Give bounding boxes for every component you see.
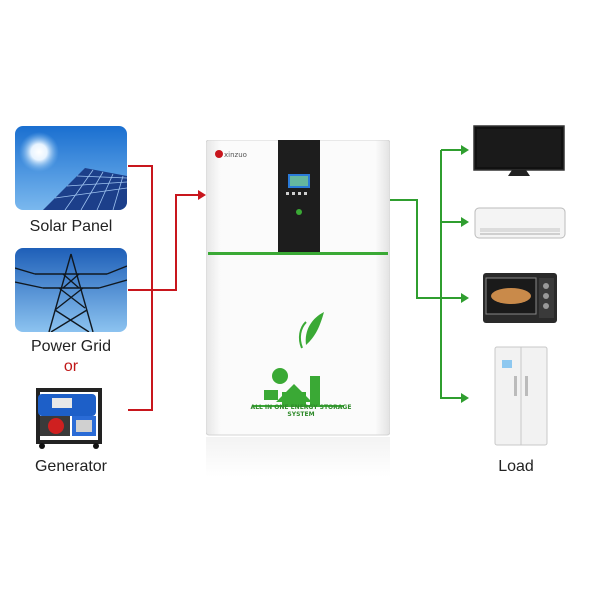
system-caption: ALL IN ONE ENERGY STORAGE SYSTEM <box>250 404 352 418</box>
oven-icon <box>482 272 558 324</box>
generator-label: Generator <box>34 458 108 475</box>
tv-icon <box>472 124 566 178</box>
power-grid-label: Power Grid <box>30 338 112 355</box>
power-grid-image <box>15 248 127 332</box>
load-label: Load <box>498 458 534 475</box>
air-conditioner-icon <box>474 206 566 240</box>
solar-panel-image <box>15 126 127 210</box>
brand-text: xinzuo <box>224 151 247 159</box>
unit-reflection <box>206 437 390 477</box>
solar-panel-label: Solar Panel <box>29 218 113 235</box>
generator-image <box>30 380 110 450</box>
energy-storage-unit <box>206 140 390 436</box>
leaf-house-icon <box>252 312 344 407</box>
refrigerator-icon <box>494 346 548 446</box>
or-label: or <box>63 358 79 375</box>
